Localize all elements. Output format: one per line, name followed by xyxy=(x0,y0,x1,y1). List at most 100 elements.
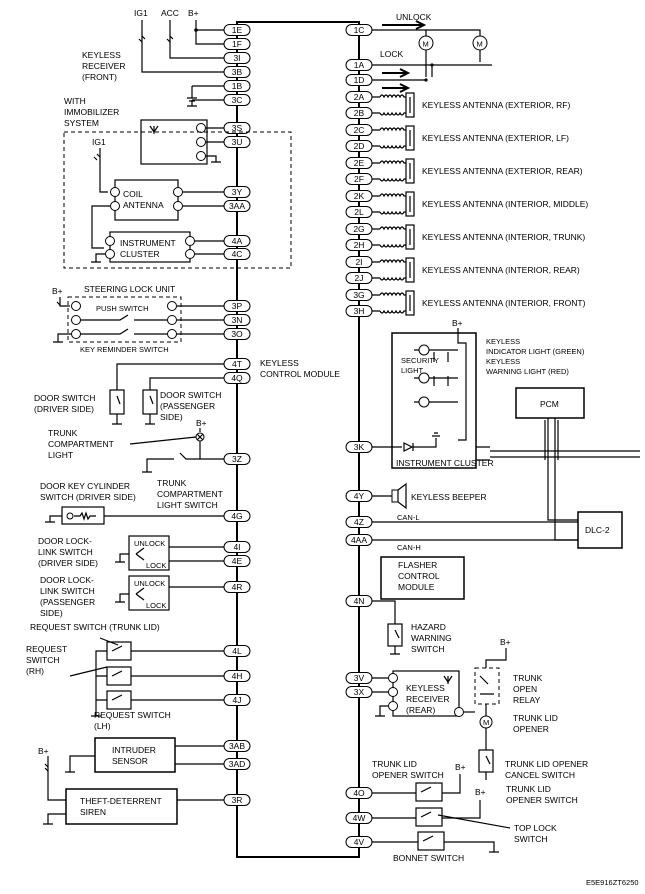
left-pin-1F: 1F xyxy=(223,38,251,50)
trunk-lid-opener-l1: TRUNK LID xyxy=(513,713,558,723)
svg-text:3B: 3B xyxy=(232,67,243,77)
svg-text:2E: 2E xyxy=(354,158,365,168)
hazard-l3: SWITCH xyxy=(411,644,445,654)
left-pin-3N: 3N xyxy=(223,314,251,326)
svg-text:4Q: 4Q xyxy=(231,373,243,383)
right-pin-3H: 3H xyxy=(345,305,373,317)
left-pin-3I: 3I xyxy=(223,52,251,64)
lock-link-passenger-lock: LOCK xyxy=(146,601,166,610)
trunk-lid-opener-l2: OPENER xyxy=(513,724,549,734)
right-pin-2J: 2J xyxy=(345,272,373,284)
dlc2-label: DLC-2 xyxy=(585,525,610,535)
keyless-antenna-label-5: KEYLESS ANTENNA (INTERIOR, TRUNK) xyxy=(422,232,585,242)
lock-link-driver-unlock: UNLOCK xyxy=(134,539,165,548)
svg-text:1A: 1A xyxy=(354,60,365,70)
svg-text:2I: 2I xyxy=(355,257,362,267)
keyless-antenna-7: KEYLESS ANTENNA (INTERIOR, FRONT) xyxy=(372,290,586,316)
right-pin-2H: 2H xyxy=(345,239,373,251)
lock-link-driver-l3: (DRIVER SIDE) xyxy=(38,558,98,568)
left-pin-4A: 4A xyxy=(223,235,251,247)
left-pin-3C: 3C xyxy=(223,94,251,106)
module-title-line2: CONTROL MODULE xyxy=(260,369,340,379)
svg-text:M: M xyxy=(483,718,489,727)
trunk-light-switch-l1: TRUNK xyxy=(157,478,187,488)
lock-link-driver-l1: DOOR LOCK- xyxy=(38,536,92,546)
svg-text:3V: 3V xyxy=(354,673,365,683)
request-rh-l1: REQUEST xyxy=(26,644,67,654)
left-pin-4Q: 4Q xyxy=(223,372,251,384)
door-switch-passenger-l1: DOOR SWITCH xyxy=(160,390,221,400)
svg-text:2G: 2G xyxy=(353,224,364,234)
receiver-rear-l3: (REAR) xyxy=(406,705,435,715)
svg-text:3U: 3U xyxy=(232,137,243,147)
bplus-opener-switch-label: B+ xyxy=(455,762,466,772)
lock-link-switch-driver xyxy=(115,535,224,571)
door-lock-actuators: M M xyxy=(372,20,492,93)
power-feed-wires xyxy=(138,20,224,73)
trunk-open-relay-l2: OPEN xyxy=(513,684,537,694)
svg-text:4J: 4J xyxy=(233,695,242,705)
keyless-receiver-front-l1: KEYLESS xyxy=(82,50,121,60)
svg-text:3N: 3N xyxy=(232,315,243,325)
trunk-compartment-light-l1: TRUNK xyxy=(48,428,78,438)
left-pin-4L: 4L xyxy=(223,645,251,657)
trunk-opener-switch-r-l1: TRUNK LID xyxy=(506,784,551,794)
flasher-l1: FLASHER xyxy=(398,560,437,570)
keyless-receiver-front-l2: RECEIVER xyxy=(82,61,125,71)
bplus-toplock-label: B+ xyxy=(475,787,486,797)
receiver-rear-l2: RECEIVER xyxy=(406,694,449,704)
svg-text:3C: 3C xyxy=(232,95,243,105)
right-pin-2G: 2G xyxy=(345,223,373,235)
keyless-antenna-2: KEYLESS ANTENNA (EXTERIOR, LF) xyxy=(372,125,569,151)
keyless-receiver-front-l3: (FRONT) xyxy=(82,72,117,82)
svg-text:2C: 2C xyxy=(354,125,365,135)
receiver-front-wires xyxy=(187,85,224,107)
bplus-intruder-label: B+ xyxy=(38,746,49,756)
keyless-warning-l1: KEYLESS xyxy=(486,357,520,366)
svg-text:4H: 4H xyxy=(232,671,243,681)
left-pin-4J: 4J xyxy=(223,694,251,706)
left-pin-4C: 4C xyxy=(223,248,251,260)
right-pin-2I: 2I xyxy=(345,256,373,268)
flasher-control-module xyxy=(380,556,465,600)
svg-text:3R: 3R xyxy=(232,795,243,805)
intruder-sensor-l2: SENSOR xyxy=(112,756,148,766)
keyless-receiver-rear xyxy=(372,670,475,717)
bplus-top-label: B+ xyxy=(188,8,199,18)
svg-text:3X: 3X xyxy=(354,687,365,697)
diagram-code: E5E916ZT6250 xyxy=(586,878,639,887)
right-pin-2D: 2D xyxy=(345,140,373,152)
keyless-control-module-box xyxy=(236,21,360,858)
keyless-warning-l2: WARNING LIGHT (RED) xyxy=(486,367,569,376)
instrument-cluster-small-l1: INSTRUMENT xyxy=(120,238,176,248)
trunk-open-relay: M xyxy=(474,648,507,780)
svg-text:3AD: 3AD xyxy=(229,759,246,769)
keyless-antennas: KEYLESS ANTENNA (EXTERIOR, RF)KEYLESS AN… xyxy=(372,92,588,316)
svg-text:3I: 3I xyxy=(233,53,240,63)
trunk-opener-switch-r-l2: OPENER SWITCH xyxy=(506,795,578,805)
instrument-cluster-right-label: INSTRUMENT CLUSTER xyxy=(396,458,494,468)
bplus-relay-label: B+ xyxy=(500,637,511,647)
coil-antenna-block xyxy=(91,148,224,249)
trunk-open-relay-l1: TRUNK xyxy=(513,673,543,683)
left-pin-4I: 4I xyxy=(223,541,251,553)
trunk-cancel-l1: TRUNK LID OPENER xyxy=(505,759,588,769)
bplus-steering-label: B+ xyxy=(52,286,63,296)
svg-text:2A: 2A xyxy=(354,92,365,102)
lock-link-driver-l2: LINK SWITCH xyxy=(38,547,93,557)
svg-text:4T: 4T xyxy=(232,359,242,369)
pcm-label: PCM xyxy=(540,399,559,409)
right-pin-3V: 3V xyxy=(345,672,373,684)
coil-antenna-l1: COIL xyxy=(123,189,143,199)
acc-label: ACC xyxy=(161,8,179,18)
instrument-cluster-small xyxy=(91,231,224,263)
lock-link-passenger-l3: (PASSENGER xyxy=(40,597,95,607)
keyless-antenna-label-2: KEYLESS ANTENNA (EXTERIOR, LF) xyxy=(422,133,569,143)
trunk-light-switch-l3: LIGHT SWITCH xyxy=(157,500,218,510)
security-light-l2: LIGHT xyxy=(401,366,424,375)
right-pin-4AA: 4AA xyxy=(345,534,373,546)
svg-text:3G: 3G xyxy=(353,290,364,300)
door-key-cylinder-l2: SWITCH (DRIVER SIDE) xyxy=(40,492,136,502)
svg-text:4Z: 4Z xyxy=(354,517,364,527)
